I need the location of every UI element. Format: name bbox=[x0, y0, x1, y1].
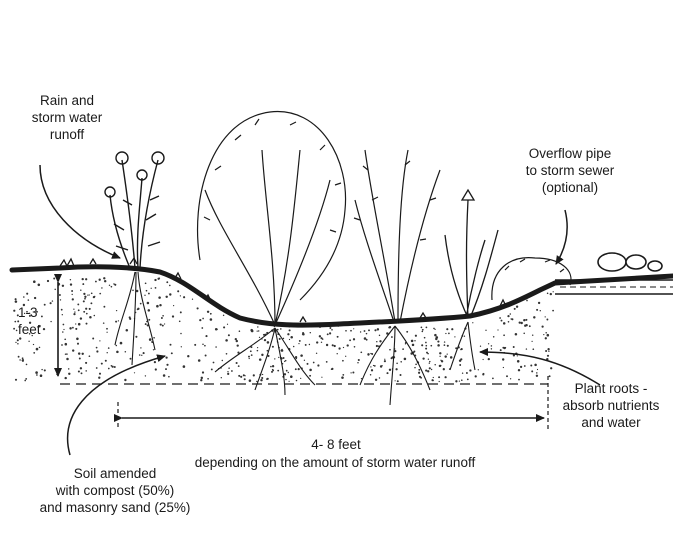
rain-arrow bbox=[40, 165, 120, 258]
depth-label: 1-3 feet bbox=[18, 304, 58, 338]
leader-arrows bbox=[40, 165, 600, 455]
rain-runoff-label: Rain and storm water runoff bbox=[22, 92, 112, 143]
grass-plant bbox=[354, 150, 440, 322]
rocks bbox=[598, 253, 662, 271]
plant-roots bbox=[115, 272, 475, 405]
shrub-plant bbox=[198, 112, 346, 325]
soil-label: Soil amended with compost (50%) and maso… bbox=[30, 465, 200, 516]
roots-label: Plant roots - absorb nutrients and water bbox=[552, 380, 670, 431]
ground-surface-line bbox=[12, 267, 673, 325]
overflow-pipe-label: Overflow pipe to storm sewer (optional) bbox=[510, 145, 630, 196]
flower-plant-left bbox=[105, 152, 164, 268]
width-label: 4- 8 feet bbox=[276, 436, 396, 453]
soil-arrow bbox=[68, 356, 165, 455]
overflow-arrow bbox=[556, 210, 567, 264]
soil-texture bbox=[13, 277, 554, 382]
width-note-label: depending on the amount of storm water r… bbox=[150, 454, 520, 471]
iris-plant bbox=[445, 190, 498, 318]
